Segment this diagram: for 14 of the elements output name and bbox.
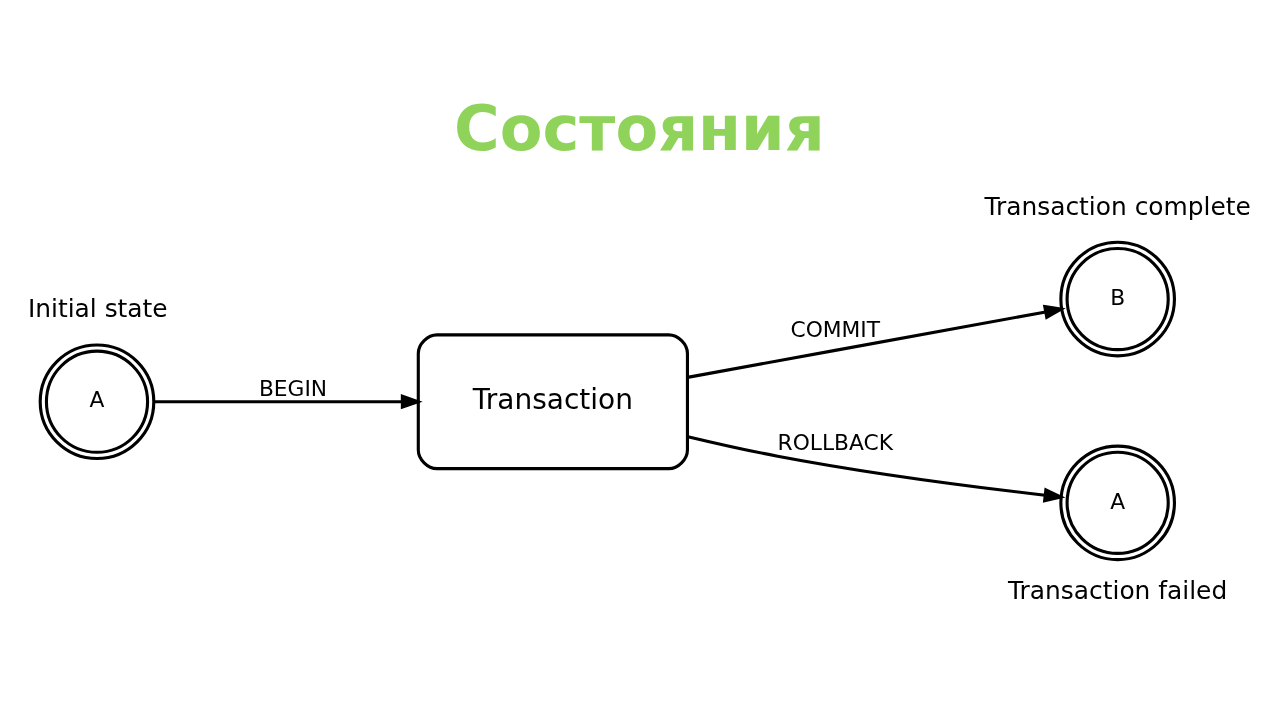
edge-label: COMMIT (790, 316, 881, 342)
node-label: Transaction failed (1008, 575, 1228, 605)
edge-label: ROLLBACK (777, 429, 893, 455)
diagram-title: Состояния (454, 91, 825, 165)
node-label: Transaction complete (984, 191, 1251, 221)
arrow (687, 304, 1066, 379)
arrow (154, 393, 423, 409)
edge-label: BEGIN (258, 375, 328, 401)
node-label: Initial state (27, 293, 168, 323)
arrow (687, 434, 1066, 503)
node-circle: A (1059, 444, 1176, 561)
node-box: Transaction (416, 332, 689, 470)
node-circle: A (38, 342, 156, 460)
node-circle: B (1059, 240, 1176, 357)
